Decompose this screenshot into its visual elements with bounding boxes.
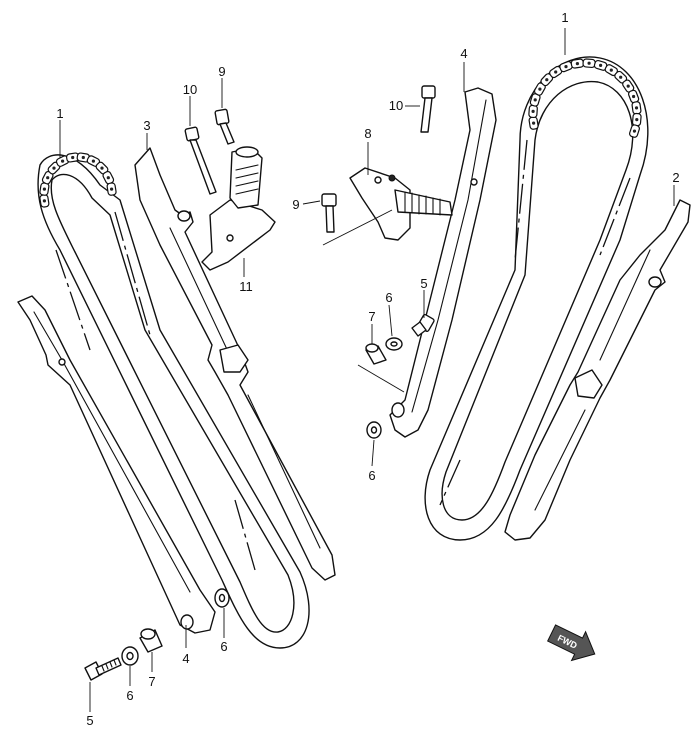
chain-pin <box>52 166 56 170</box>
left-chain-guide-lower <box>17 295 216 634</box>
callout-10-top: 10 <box>183 82 197 97</box>
callout-5-right: 5 <box>420 276 427 291</box>
callout-5-bottom: 5 <box>86 713 93 728</box>
callout-6-right-lower: 6 <box>368 468 375 483</box>
collar-7-bottom <box>139 628 163 653</box>
tensioner-adjuster-left <box>201 146 276 271</box>
callout-7-bottom: 7 <box>148 674 155 689</box>
callout-6-right-upper: 6 <box>385 290 392 305</box>
left-tensioner-blade <box>134 147 336 581</box>
washer-6-left-guide <box>214 588 230 608</box>
chain-pin <box>42 187 47 191</box>
chain-pin <box>632 129 637 133</box>
chain-pin <box>587 61 591 65</box>
chain-pin <box>538 87 542 91</box>
callouts: 1 1 2 3 4 4 5 5 6 6 6 6 7 7 8 9 9 10 10 … <box>56 10 679 728</box>
bolt-5-bottom <box>84 657 122 681</box>
right-chain-guide-upper <box>389 87 497 438</box>
chain-pin <box>619 75 623 79</box>
bolt-9-middle <box>321 193 337 233</box>
callout-6-washer-left: 6 <box>220 639 227 654</box>
callout-9-top: 9 <box>218 64 225 79</box>
callout-8: 8 <box>364 126 371 141</box>
callout-2: 2 <box>672 170 679 185</box>
chain-pin <box>531 109 535 113</box>
fwd-arrow: FWD <box>547 624 596 662</box>
right-chain-links <box>528 58 642 138</box>
callout-11: 11 <box>239 279 253 294</box>
chain-pin <box>42 199 47 203</box>
callout-7-right: 7 <box>368 309 375 324</box>
chain-pin <box>100 166 104 170</box>
chain-pin <box>609 68 613 72</box>
bolt-10-right <box>420 85 436 133</box>
callout-9-mid: 9 <box>292 197 299 212</box>
chain-pin <box>71 155 75 160</box>
chain-pin <box>626 84 630 88</box>
callout-4-bottom: 4 <box>182 651 189 666</box>
bolt-10-upper-left <box>184 126 217 195</box>
chain-pin <box>46 176 50 180</box>
collar-7-right <box>365 343 387 365</box>
chain-pin <box>532 121 536 125</box>
callout-1-left: 1 <box>56 106 63 121</box>
chain-pin <box>110 187 114 191</box>
chain-pin <box>635 118 639 122</box>
bolt-9-upper-left <box>214 108 235 145</box>
bolt-5-right <box>411 313 435 337</box>
chain-pin <box>61 159 65 163</box>
left-chain-links <box>39 152 117 208</box>
callout-4-top: 4 <box>460 46 467 61</box>
tensioner-adjuster-right <box>349 167 453 241</box>
callout-3: 3 <box>143 118 150 133</box>
callout-1-right: 1 <box>561 10 568 25</box>
callout-10-right: 10 <box>389 98 403 113</box>
chain-pin <box>533 98 537 102</box>
chain-pin <box>81 155 85 160</box>
chain-pin <box>632 94 636 99</box>
washer-6-right-upper <box>385 337 403 351</box>
chain-pin <box>634 106 639 110</box>
chain-pin <box>545 78 549 82</box>
chain-pin <box>91 159 95 163</box>
chain-pin <box>564 65 568 69</box>
chain-pin <box>554 70 558 74</box>
chain-pin <box>106 176 110 180</box>
leader-lines <box>59 28 675 712</box>
chain-pin <box>599 63 603 67</box>
chain-pin <box>575 62 580 66</box>
washer-6-bottom <box>121 646 139 666</box>
washer-6-right-lower <box>366 421 382 439</box>
right-tensioner-blade <box>504 199 691 541</box>
left-cam-chain-loop <box>37 154 310 649</box>
callout-6-bottom: 6 <box>126 688 133 703</box>
